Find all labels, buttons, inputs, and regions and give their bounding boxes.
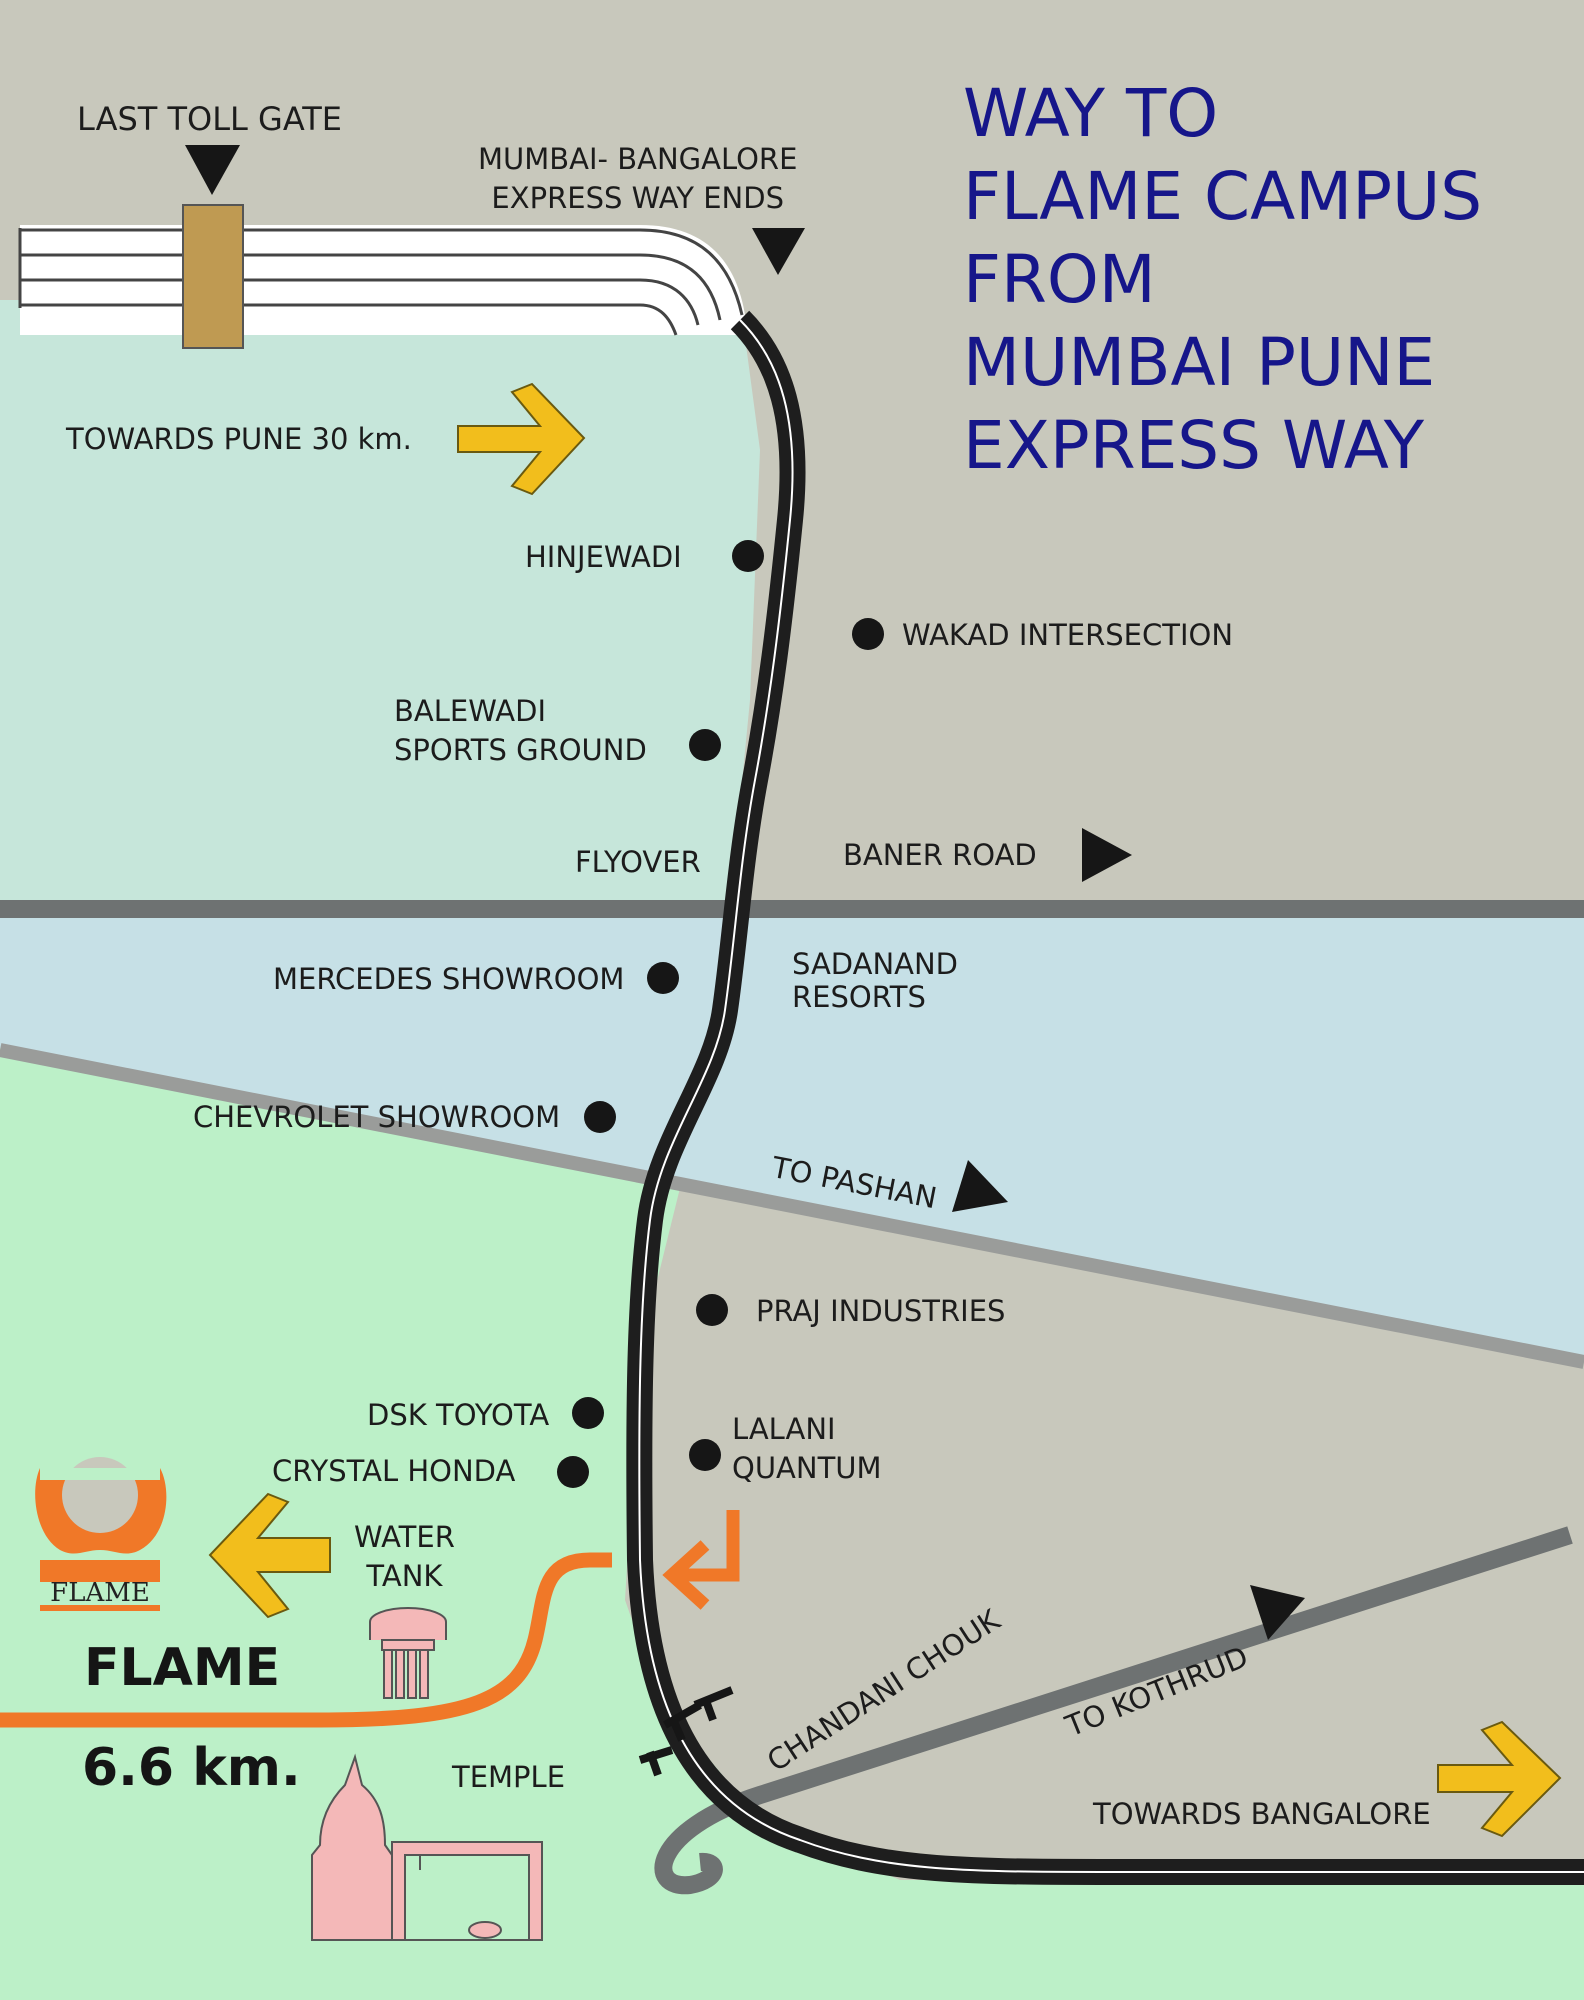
landmark-dot-icon bbox=[584, 1101, 616, 1133]
kothrud-road bbox=[654, 1526, 1573, 1895]
label-towards-pune: TOWARDS PUNE 30 km. bbox=[66, 422, 412, 456]
label-expressway-ends: MUMBAI- BANGALORE EXPRESS WAY ENDS bbox=[478, 142, 798, 215]
right-triangle-icon bbox=[1082, 828, 1132, 882]
expressway bbox=[18, 225, 745, 336]
pashan-road bbox=[0, 1043, 1584, 1369]
zone-blue bbox=[0, 905, 1584, 1362]
label-balewadi: BALEWADI SPORTS GROUND bbox=[394, 694, 647, 767]
label-water-tank: WATER TANK bbox=[354, 1520, 455, 1593]
toll-gate bbox=[182, 204, 244, 349]
water-tank-icon bbox=[369, 1607, 447, 1699]
right-triangle-icon bbox=[952, 1160, 1008, 1212]
flame-route bbox=[0, 1552, 612, 1728]
yellow-left-arrow-icon bbox=[208, 1492, 331, 1619]
label-dsk-toyota: DSK TOYOTA bbox=[367, 1398, 550, 1432]
label-temple: TEMPLE bbox=[452, 1760, 566, 1794]
landmark-dot-icon bbox=[696, 1294, 728, 1326]
label-flyover: FLYOVER bbox=[575, 845, 701, 879]
label-mercedes-showroom: MERCEDES SHOWROOM bbox=[273, 962, 625, 996]
main-route-centerline bbox=[638, 319, 1584, 1873]
label-praj-industries: PRAJ INDUSTRIES bbox=[756, 1294, 1006, 1328]
label-sadanand-resorts: SADANAND RESORTS bbox=[792, 947, 958, 1014]
label-baner-road: BANER ROAD bbox=[843, 838, 1037, 872]
right-triangle-icon bbox=[1250, 1585, 1305, 1640]
landmark-dot-icon bbox=[557, 1456, 589, 1488]
temple-icon bbox=[311, 1753, 543, 1941]
down-triangle-icon bbox=[752, 228, 805, 275]
landmark-dot-icon bbox=[852, 618, 884, 650]
zone-grey-lower bbox=[640, 1192, 1584, 1860]
label-chevrolet-showroom: CHEVROLET SHOWROOM bbox=[193, 1100, 561, 1134]
flame-logo-icon bbox=[35, 1457, 167, 1611]
label-distance: 6.6 km. bbox=[82, 1738, 301, 1798]
zone-green bbox=[0, 1048, 1584, 2000]
landmark-dots bbox=[557, 540, 884, 1488]
landmark-dot-icon bbox=[572, 1397, 604, 1429]
label-last-toll-gate: LAST TOLL GATE bbox=[77, 100, 343, 138]
landmark-dot-icon bbox=[689, 1439, 721, 1471]
label-lalani-quantum: LALANI QUANTUM bbox=[732, 1412, 882, 1485]
baner-road bbox=[0, 900, 1584, 918]
label-hinjewadi: HINJEWADI bbox=[525, 540, 682, 574]
landmark-dot-icon bbox=[689, 729, 721, 761]
landmark-dot-icon bbox=[647, 962, 679, 994]
yellow-right-arrow-icon bbox=[1437, 1720, 1562, 1838]
yellow-right-arrow-icon bbox=[457, 382, 586, 496]
label-flame: FLAME bbox=[84, 1638, 281, 1698]
chandani-chouk-bridge-icon bbox=[638, 1686, 734, 1777]
label-towards-bangalore: TOWARDS BANGALORE bbox=[1093, 1797, 1431, 1831]
label-crystal-honda: CRYSTAL HONDA bbox=[272, 1454, 516, 1488]
landmark-dot-icon bbox=[732, 540, 764, 572]
orange-turn-arrow-icon bbox=[662, 1510, 740, 1610]
flame-logo-text: FLAME bbox=[50, 1578, 150, 1608]
label-wakad-intersection: WAKAD INTERSECTION bbox=[902, 618, 1234, 652]
down-triangle-icon bbox=[185, 145, 240, 195]
map-title: WAY TO FLAME CAMPUS FROM MUMBAI PUNE EXP… bbox=[963, 75, 1483, 484]
zone-mint bbox=[0, 300, 760, 905]
